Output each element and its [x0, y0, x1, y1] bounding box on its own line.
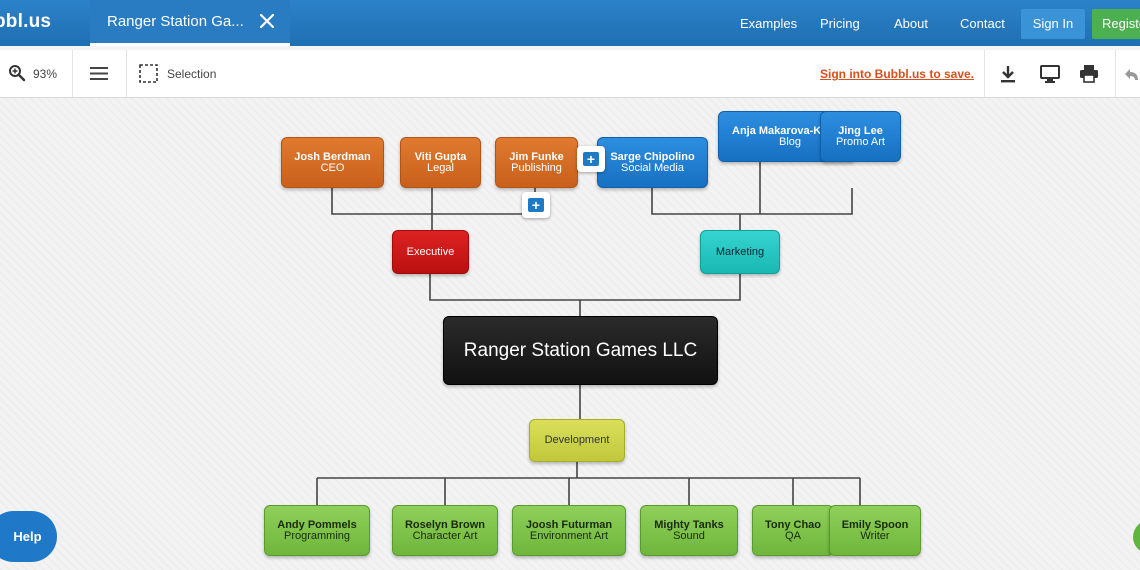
node-development[interactable]: Development: [529, 419, 625, 462]
nav-about[interactable]: About: [894, 16, 928, 31]
add-sibling-button[interactable]: +: [577, 146, 605, 172]
connector-lines: [316, 162, 861, 505]
node-role: Social Media: [621, 161, 684, 174]
node-andy-pommels[interactable]: Andy Pommels Programming: [264, 505, 370, 556]
mindmap-canvas[interactable]: Josh Berdman CEO Viti Gupta Legal Jim Fu…: [0, 98, 1140, 570]
node-tony-chao[interactable]: Tony Chao QA: [752, 505, 834, 556]
document-tab[interactable]: Ranger Station Ga...: [90, 0, 290, 46]
node-name: Joosh Futurman: [525, 518, 613, 531]
close-icon[interactable]: [256, 10, 278, 32]
node-roselyn-brown[interactable]: Roselyn Brown Character Art: [392, 505, 498, 556]
node-mighty-tanks[interactable]: Mighty Tanks Sound: [640, 505, 738, 556]
editor-toolbar: 93% Selection Sign into Bubbl.us to save…: [0, 50, 1140, 98]
node-viti-gupta[interactable]: Viti Gupta Legal: [400, 137, 481, 188]
node-name: Jim Funke: [509, 150, 564, 163]
node-root-ranger-station-games[interactable]: Ranger Station Games LLC: [443, 316, 718, 385]
chat-bubble-button[interactable]: [1133, 520, 1140, 554]
node-role: QA: [785, 529, 801, 542]
hamburger-menu-icon[interactable]: [90, 66, 108, 81]
node-name: Josh Berdman: [294, 150, 371, 163]
node-role: Programming: [283, 529, 351, 542]
node-sarge-chipolino[interactable]: Sarge Chipolino Social Media: [597, 137, 708, 188]
node-role: Publishing: [511, 161, 562, 174]
nav-pricing[interactable]: Pricing: [820, 16, 860, 31]
sign-in-button[interactable]: Sign In: [1021, 9, 1085, 39]
node-name: Roselyn Brown: [404, 518, 486, 531]
node-role: Promo Art: [836, 135, 885, 148]
nav-contact[interactable]: Contact: [960, 16, 1005, 31]
node-role: Blog: [779, 135, 802, 148]
node-name: Mighty Tanks: [654, 518, 724, 531]
node-role: Character Art: [412, 529, 478, 542]
app-logo[interactable]: bbl.us: [0, 11, 52, 32]
node-role: Writer: [860, 529, 890, 542]
toolbar-divider: [1115, 50, 1116, 97]
node-name: Marketing: [715, 245, 765, 258]
node-name: Development: [544, 434, 610, 446]
document-tab-title[interactable]: Ranger Station Ga...: [107, 13, 244, 30]
node-role: Legal: [427, 161, 454, 174]
node-jim-funke[interactable]: Jim Funke Publishing: [495, 137, 578, 188]
add-node-icon: +: [528, 198, 544, 212]
selection-tool-icon[interactable]: [139, 64, 158, 83]
node-name: Jing Lee: [838, 124, 883, 137]
node-role: Environment Art: [529, 529, 609, 542]
node-josh-berdman[interactable]: Josh Berdman CEO: [281, 137, 384, 188]
sign-in-to-save-link[interactable]: Sign into Bubbl.us to save.: [820, 67, 975, 81]
register-button[interactable]: Register: [1092, 9, 1140, 39]
node-name: Andy Pommels: [277, 518, 357, 531]
add-child-button[interactable]: +: [522, 192, 550, 218]
node-name: Emily Spoon: [841, 518, 909, 531]
selection-tool-label[interactable]: Selection: [167, 67, 217, 81]
zoom-icon[interactable]: [8, 64, 26, 82]
node-name: Sarge Chipolino: [610, 150, 695, 163]
top-nav-bar: bbl.us Ranger Station Ga... Examples Pri…: [0, 0, 1140, 46]
toolbar-divider: [72, 50, 73, 97]
toolbar-divider: [984, 50, 985, 97]
node-executive[interactable]: Executive: [392, 230, 469, 274]
node-joosh-futurman[interactable]: Joosh Futurman Environment Art: [512, 505, 626, 556]
node-role: Sound: [673, 529, 705, 542]
zoom-level[interactable]: 93%: [33, 67, 58, 81]
toolbar-divider: [126, 50, 127, 97]
node-role: CEO: [320, 161, 345, 174]
present-monitor-icon[interactable]: [1039, 64, 1061, 84]
node-name: Viti Gupta: [414, 150, 467, 163]
undo-icon[interactable]: [1124, 64, 1140, 84]
add-node-icon: +: [583, 152, 599, 166]
print-icon[interactable]: [1078, 64, 1100, 84]
node-emily-spoon[interactable]: Emily Spoon Writer: [829, 505, 921, 556]
node-name: Tony Chao: [764, 518, 821, 531]
download-icon[interactable]: [997, 64, 1019, 84]
node-name: Executive: [406, 245, 455, 258]
node-jing-lee[interactable]: Jing Lee Promo Art: [820, 111, 901, 162]
nav-examples[interactable]: Examples: [740, 16, 798, 31]
node-marketing[interactable]: Marketing: [700, 230, 780, 274]
node-name: Anja Makarova-K: [732, 124, 822, 137]
help-button[interactable]: Help: [0, 511, 57, 562]
root-title: Ranger Station Games LLC: [463, 340, 698, 361]
